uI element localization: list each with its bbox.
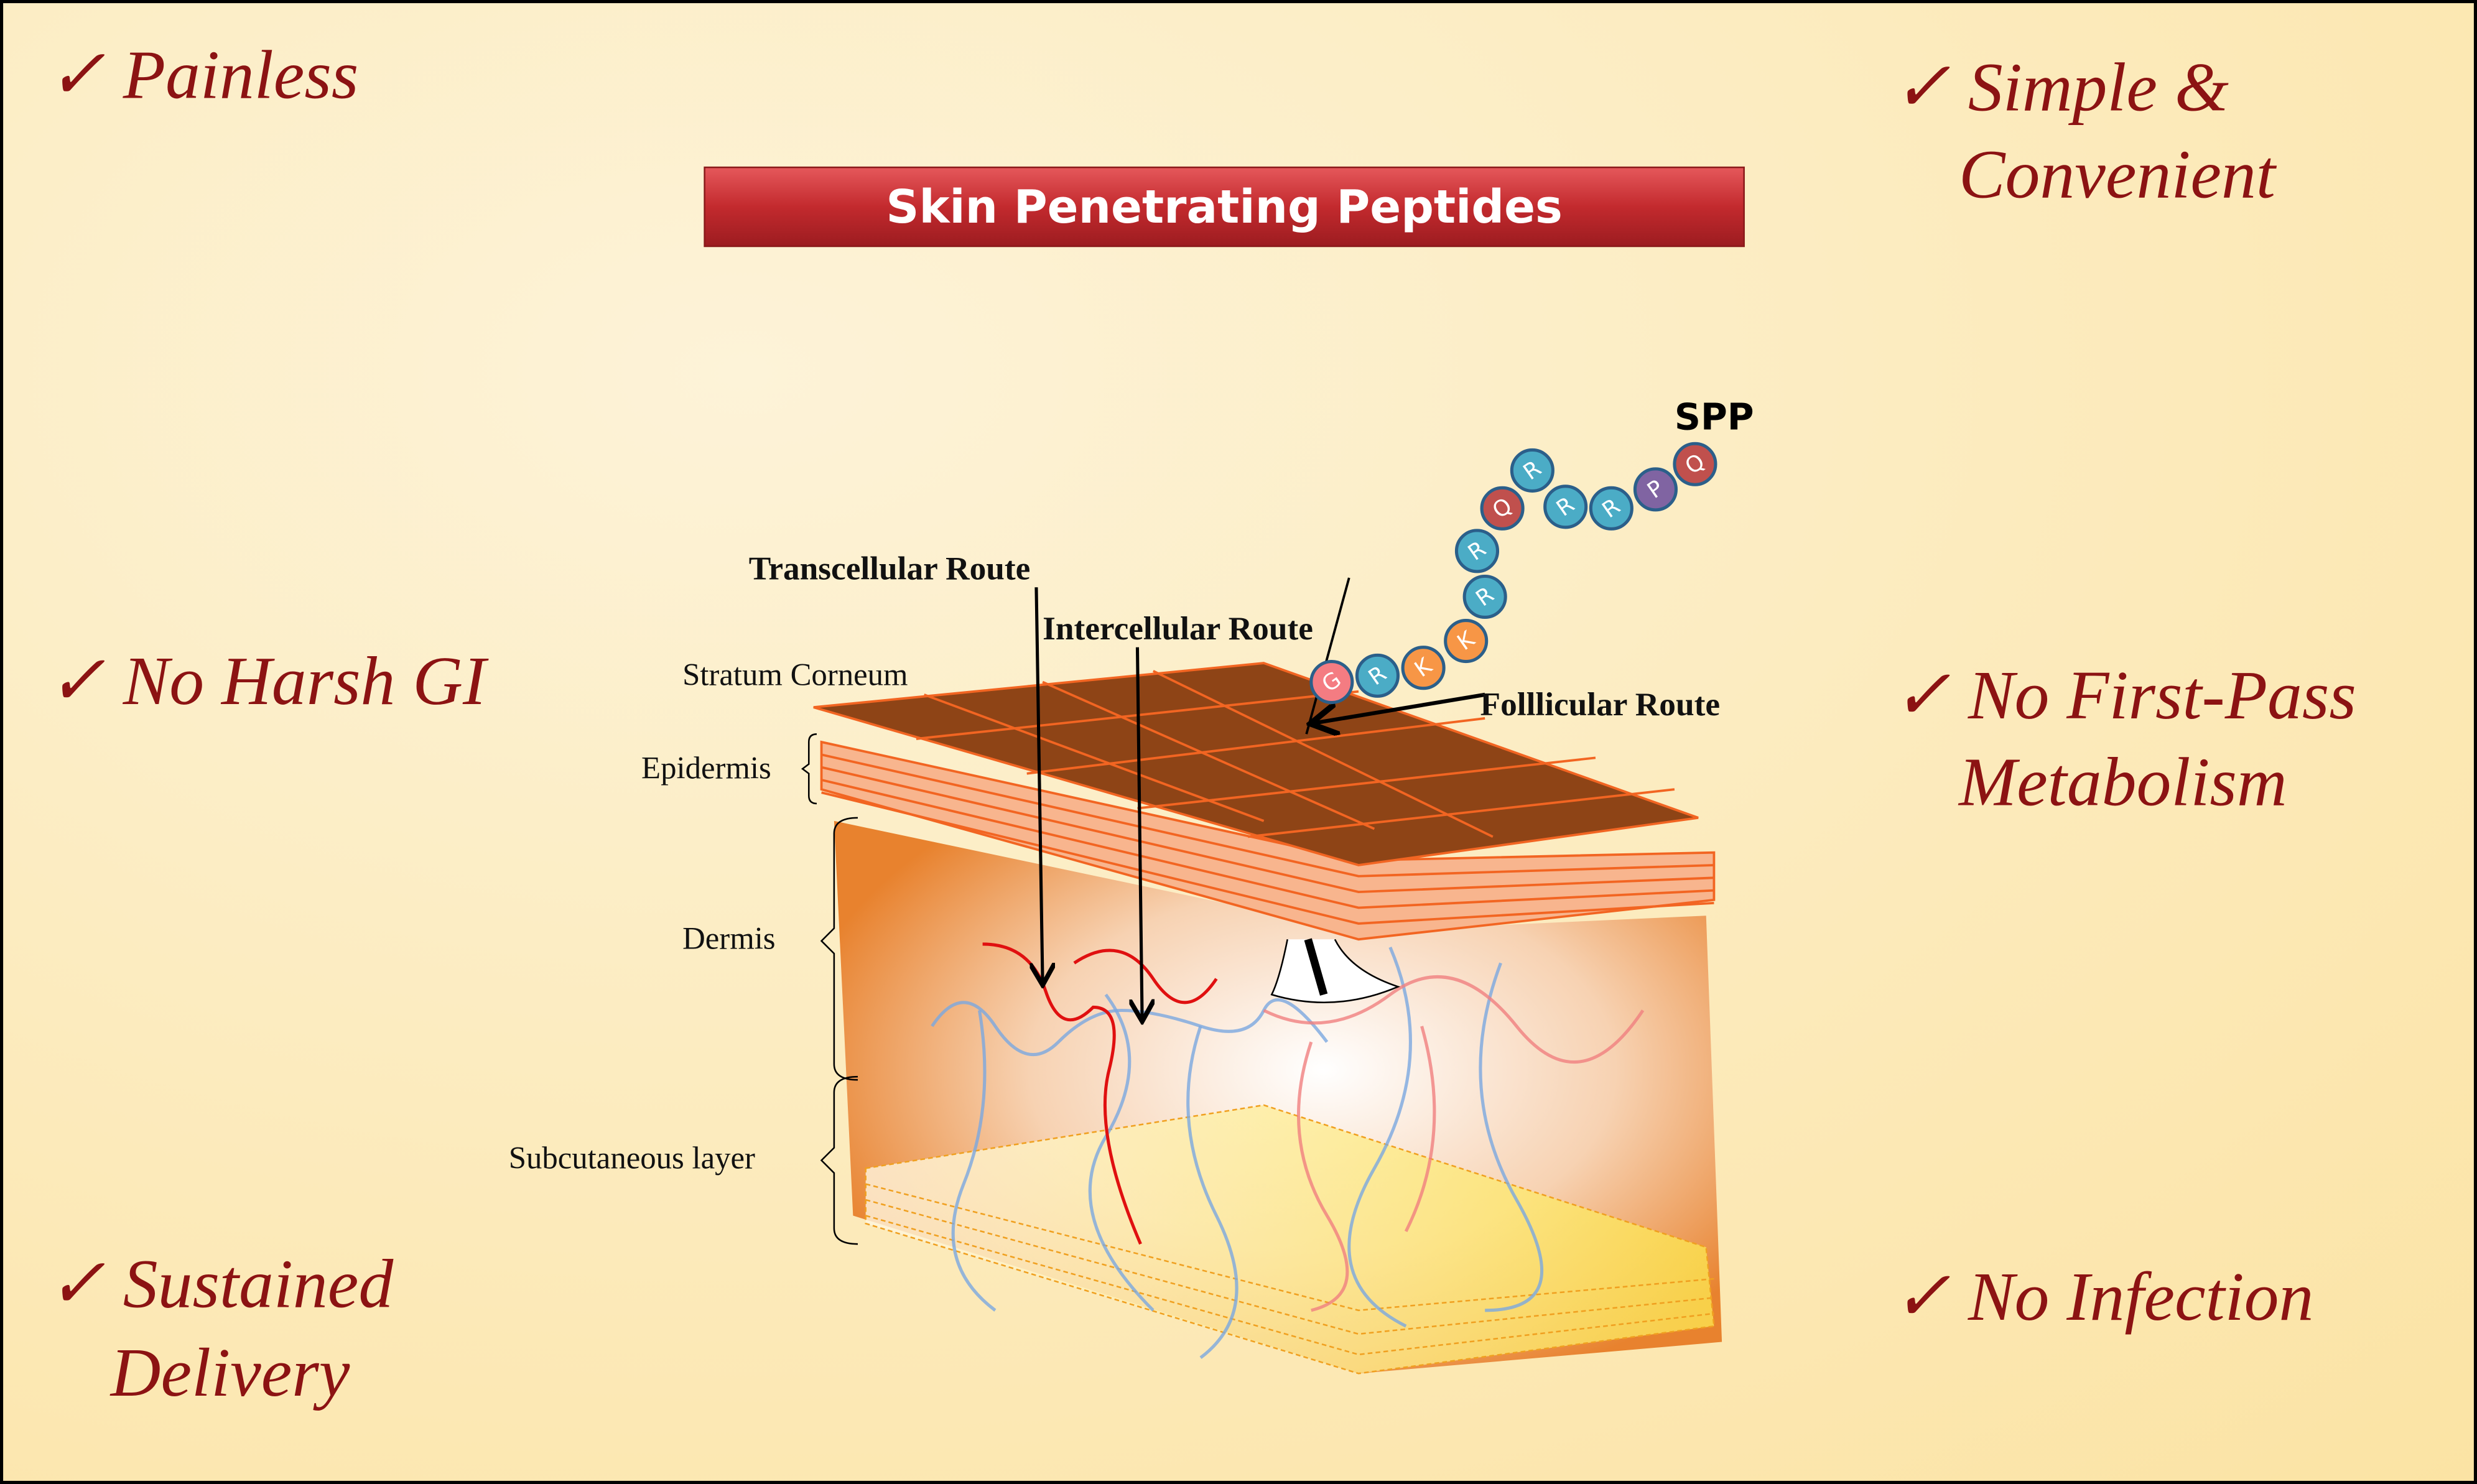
benefit-no-harsh-gi: ✓ No Harsh GI: [47, 642, 489, 720]
bead-circle: [1480, 486, 1525, 531]
bead-circle: [1309, 660, 1354, 705]
amino-acid-bead: P: [1633, 467, 1678, 512]
amino-acid-bead: G: [1309, 660, 1354, 705]
bead-circle: [1355, 653, 1400, 698]
amino-acid-bead: R: [1355, 653, 1400, 698]
dermis-bracket: [820, 817, 858, 1081]
benefit-painless: ✓ Painless: [47, 36, 358, 113]
vessels: [931, 942, 1645, 1359]
label-follicular-route: Folllicular Route: [1480, 685, 1720, 723]
subcutaneous-bracket: [820, 1075, 858, 1245]
amino-acid-bead: R: [1589, 486, 1634, 531]
title: Skin Penetrating Peptides: [886, 181, 1562, 234]
amino-acid-bead: R: [1462, 574, 1507, 619]
bead-circle: [1510, 448, 1555, 493]
amino-acid-bead: Q: [1673, 442, 1717, 486]
label-intercellular-route: Intercellular Route: [1043, 610, 1313, 647]
benefit-simple: ✓ Simple &: [1892, 49, 2229, 126]
follicular-arrow: [1314, 692, 1485, 723]
bead-circle: [1589, 486, 1634, 531]
label-epidermis: Epidermis: [641, 750, 771, 785]
label-transcellular-route: Transcellular Route: [749, 550, 1031, 587]
benefit-sustained: ✓ Sustained: [47, 1246, 394, 1323]
amino-acid-bead: Q: [1480, 486, 1525, 531]
bead-circle: [1444, 619, 1489, 664]
bead-circle: [1462, 574, 1507, 619]
intercellular-arrow: [1137, 647, 1142, 1019]
bead-circle: [1673, 442, 1717, 486]
amino-acid-bead: R: [1510, 448, 1555, 493]
title-banner: Skin Penetrating Peptides: [704, 166, 1745, 248]
benefit-simple-line2: Convenient: [1959, 136, 2277, 213]
bead-circle: [1543, 485, 1588, 529]
bead-circle: [1454, 529, 1500, 573]
label-stratum-corneum: Stratum Corneum: [682, 657, 908, 692]
benefit-no-first-pass-line2: Metabolism: [1958, 744, 2287, 821]
transcellular-arrow: [1036, 587, 1043, 982]
benefit-no-infection: ✓ No Infection: [1892, 1258, 2313, 1335]
amino-acid-bead: K: [1401, 646, 1446, 690]
epidermis-bracket: [801, 733, 817, 805]
bead-circle: [1633, 467, 1678, 512]
bead-circle: [1401, 646, 1446, 690]
hair-follicle: [1270, 938, 1401, 1003]
amino-acid-bead: R: [1454, 529, 1500, 573]
amino-acid-bead: R: [1543, 485, 1588, 529]
subcutaneous-fat: [865, 1104, 1715, 1375]
benefit-sustained-line2: Delivery: [109, 1334, 350, 1411]
skin-diagram: [801, 577, 1722, 1375]
label-dermis: Dermis: [682, 921, 775, 956]
label-subcutaneous: Subcutaneous layer: [509, 1140, 755, 1175]
amino-acid-bead: K: [1444, 619, 1489, 664]
benefit-no-first-pass: ✓ No First-Pass: [1892, 657, 2356, 734]
label-spp: SPP: [1675, 396, 1754, 438]
